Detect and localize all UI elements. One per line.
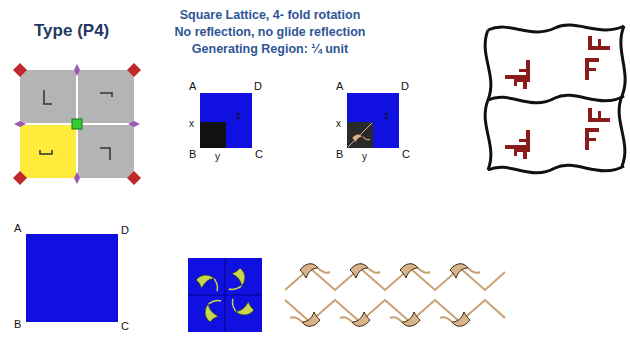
side-letter: y <box>215 151 220 162</box>
side-letter: x <box>189 118 194 129</box>
corner-letter: B <box>189 148 196 160</box>
side-letter: z <box>236 110 241 121</box>
diagram-title: Type (P4) <box>34 22 109 41</box>
corner-letter: A <box>336 80 343 92</box>
subtitle-line: Square Lattice, 4- fold rotation <box>150 9 390 23</box>
side-letter: x <box>336 118 341 129</box>
side-letter: y <box>362 151 367 162</box>
subtitle-line: No reflection, no glide reflection <box>150 26 390 40</box>
corner-letter: A <box>14 222 21 234</box>
corner-letter: C <box>402 148 410 160</box>
corner-letter: B <box>336 148 343 160</box>
corner-letter: A <box>189 80 196 92</box>
corner-letter: C <box>255 148 263 160</box>
side-letter: z <box>384 110 389 121</box>
corner-letter: D <box>254 80 262 92</box>
corner-letter: C <box>121 320 129 332</box>
corner-letter: D <box>121 224 129 236</box>
subtitle-line: Generating Region: ¼ unit <box>150 43 390 57</box>
corner-letter: D <box>401 80 409 92</box>
corner-letter: B <box>14 318 21 330</box>
